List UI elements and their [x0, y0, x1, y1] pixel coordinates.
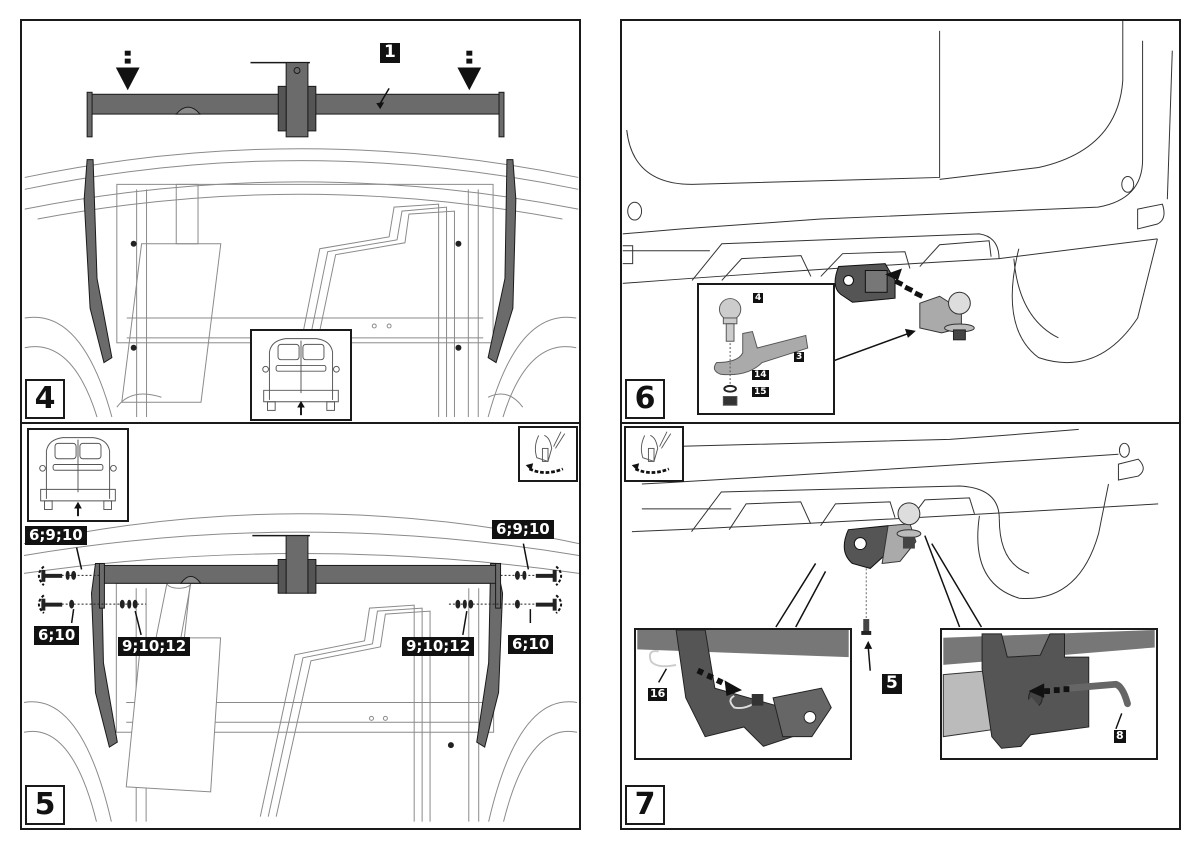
up-arrow-icon [74, 501, 82, 509]
crossbar-part [98, 534, 502, 609]
part-callout-upper-left-bolt: 6;9;10 [25, 526, 87, 546]
torque-hint-inset [624, 426, 684, 482]
part-callout-lower-right-bolt: 6;10 [508, 635, 554, 655]
part-callout-nut: 15 [752, 387, 769, 398]
step-4-panel: 1 4 [20, 19, 581, 424]
detail-clip-insertion-inset [634, 628, 852, 760]
part-callout-lower-left-bolt: 6;10 [34, 626, 80, 646]
hand-tighten-icon [525, 431, 566, 474]
pin-insertion-illustration [942, 630, 1155, 749]
part-callout-left-inner-washers: 9;10;12 [118, 637, 191, 657]
vehicle-rear-view-inset [27, 428, 129, 522]
part-callout-upper-right-bolt: 6;9;10 [492, 520, 554, 540]
crossbar-part [86, 61, 505, 138]
step-7-panel: 16 5 8 [620, 424, 1181, 830]
step-number: 5 [25, 785, 65, 825]
insert-arrow-icon [696, 667, 743, 696]
part-callout-hitch-pin-clip: 16 [648, 687, 668, 701]
ball-mount-exploded-illustration [713, 298, 809, 406]
part-callout-hitch-pin: 8 [1114, 729, 1126, 743]
insert-arrow-icon [885, 268, 924, 299]
up-arrow-icon [297, 400, 305, 408]
rotate-arrow-icon [37, 565, 563, 614]
step-6-panel: 4 3 14 15 6 [620, 19, 1181, 424]
hand-tighten-icon [631, 431, 672, 474]
part-callout-crossbar: 1 [380, 42, 400, 63]
van-rear-icon [262, 338, 340, 416]
step-6-illustration [622, 21, 1173, 364]
step-number: 7 [625, 785, 665, 825]
ball-mount-assembly [919, 291, 975, 341]
hitch-assembly [843, 502, 922, 569]
van-rear-icon [39, 437, 117, 517]
part-callout-ball-mount: 3 [794, 352, 805, 363]
vehicle-rear-view-inset [250, 329, 352, 421]
torque-hint-inset [518, 426, 578, 482]
clip-insertion-illustration [637, 630, 849, 747]
part-callout-washer: 14 [752, 370, 769, 381]
step-7-illustration [631, 428, 1159, 671]
insert-arrow-icon [1028, 683, 1070, 698]
detail-pin-insertion-inset [940, 628, 1158, 760]
part-callout-bolt: 5 [882, 673, 902, 694]
down-arrow-icon [115, 50, 482, 91]
step-number: 6 [625, 379, 665, 419]
part-callout-tow-ball: 4 [753, 293, 764, 304]
hitch-receiver-part [834, 263, 896, 303]
step-number: 4 [25, 379, 65, 419]
bolt-icon [861, 619, 872, 635]
step-5-panel: 6;9;10 6;10 9;10;12 6;9;10 9;10;12 6;10 [20, 424, 581, 830]
part-callout-right-inner-washers: 9;10;12 [402, 637, 475, 657]
